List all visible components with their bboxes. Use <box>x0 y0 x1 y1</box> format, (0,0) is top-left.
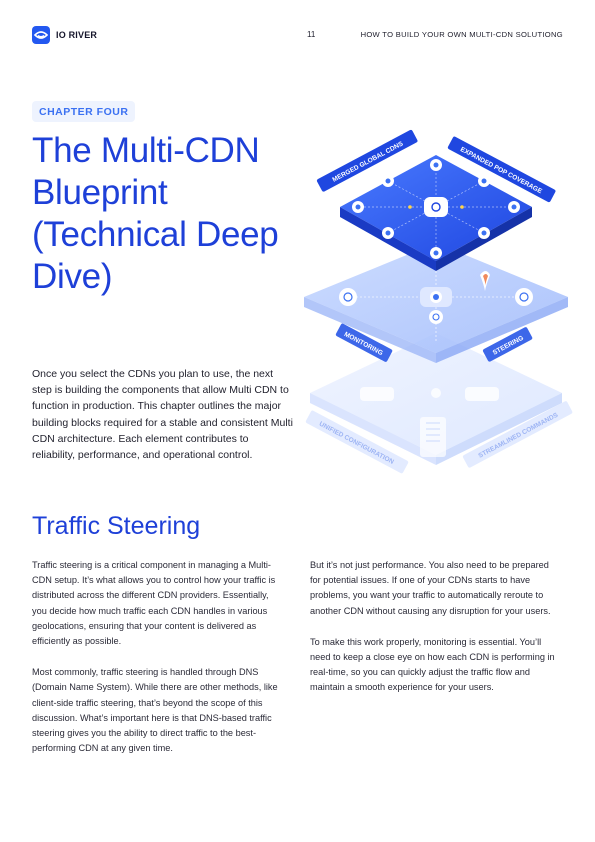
top-layer <box>340 155 532 271</box>
layer-stack-graphic: MERGED GLOBAL CDNS EXPANDED POP COVERAGE… <box>304 129 573 474</box>
paragraph: To make this work properly, monitoring i… <box>310 636 555 693</box>
brand-logo: IO RIVER <box>32 26 97 44</box>
section-heading: Traffic Steering <box>32 512 201 540</box>
io-river-logo-icon <box>32 26 50 44</box>
paragraph: Traffic steering is a critical component… <box>32 560 276 647</box>
bottom-layer <box>310 333 562 465</box>
paragraph: But it’s not just performance. You also … <box>310 560 551 616</box>
document-title: HOW TO BUILD YOUR OWN MULTI-CDN SOLUTION… <box>360 30 563 39</box>
chapter-tag-number: FOUR <box>96 105 129 118</box>
chapter-intro: Once you select the CDNs you plan to use… <box>32 368 293 462</box>
section-left-column: Traffic steering is a critical component… <box>32 558 284 772</box>
chapter-tag: CHAPTER FOUR <box>32 101 136 122</box>
brand-name: IO RIVER <box>56 30 98 40</box>
chapter-title: The Multi-CDN Blueprint (Technical Deep … <box>32 131 279 296</box>
svg-text:MERGED GLOBAL CDNS: MERGED GLOBAL CDNS <box>331 140 405 184</box>
middle-layer <box>304 243 568 363</box>
page-header: IO RIVER 11 HOW TO BUILD YOUR OWN MULTI-… <box>32 26 563 46</box>
page-number: 11 <box>307 30 316 39</box>
chapter-tag-prefix: CHAPTER <box>39 105 97 118</box>
paragraph: Most commonly, traffic steering is handl… <box>32 667 278 754</box>
section-right-column: But it’s not just performance. You also … <box>310 558 562 712</box>
multi-cdn-layers-illustration: MERGED GLOBAL CDNS EXPANDED POP COVERAGE… <box>300 125 590 480</box>
